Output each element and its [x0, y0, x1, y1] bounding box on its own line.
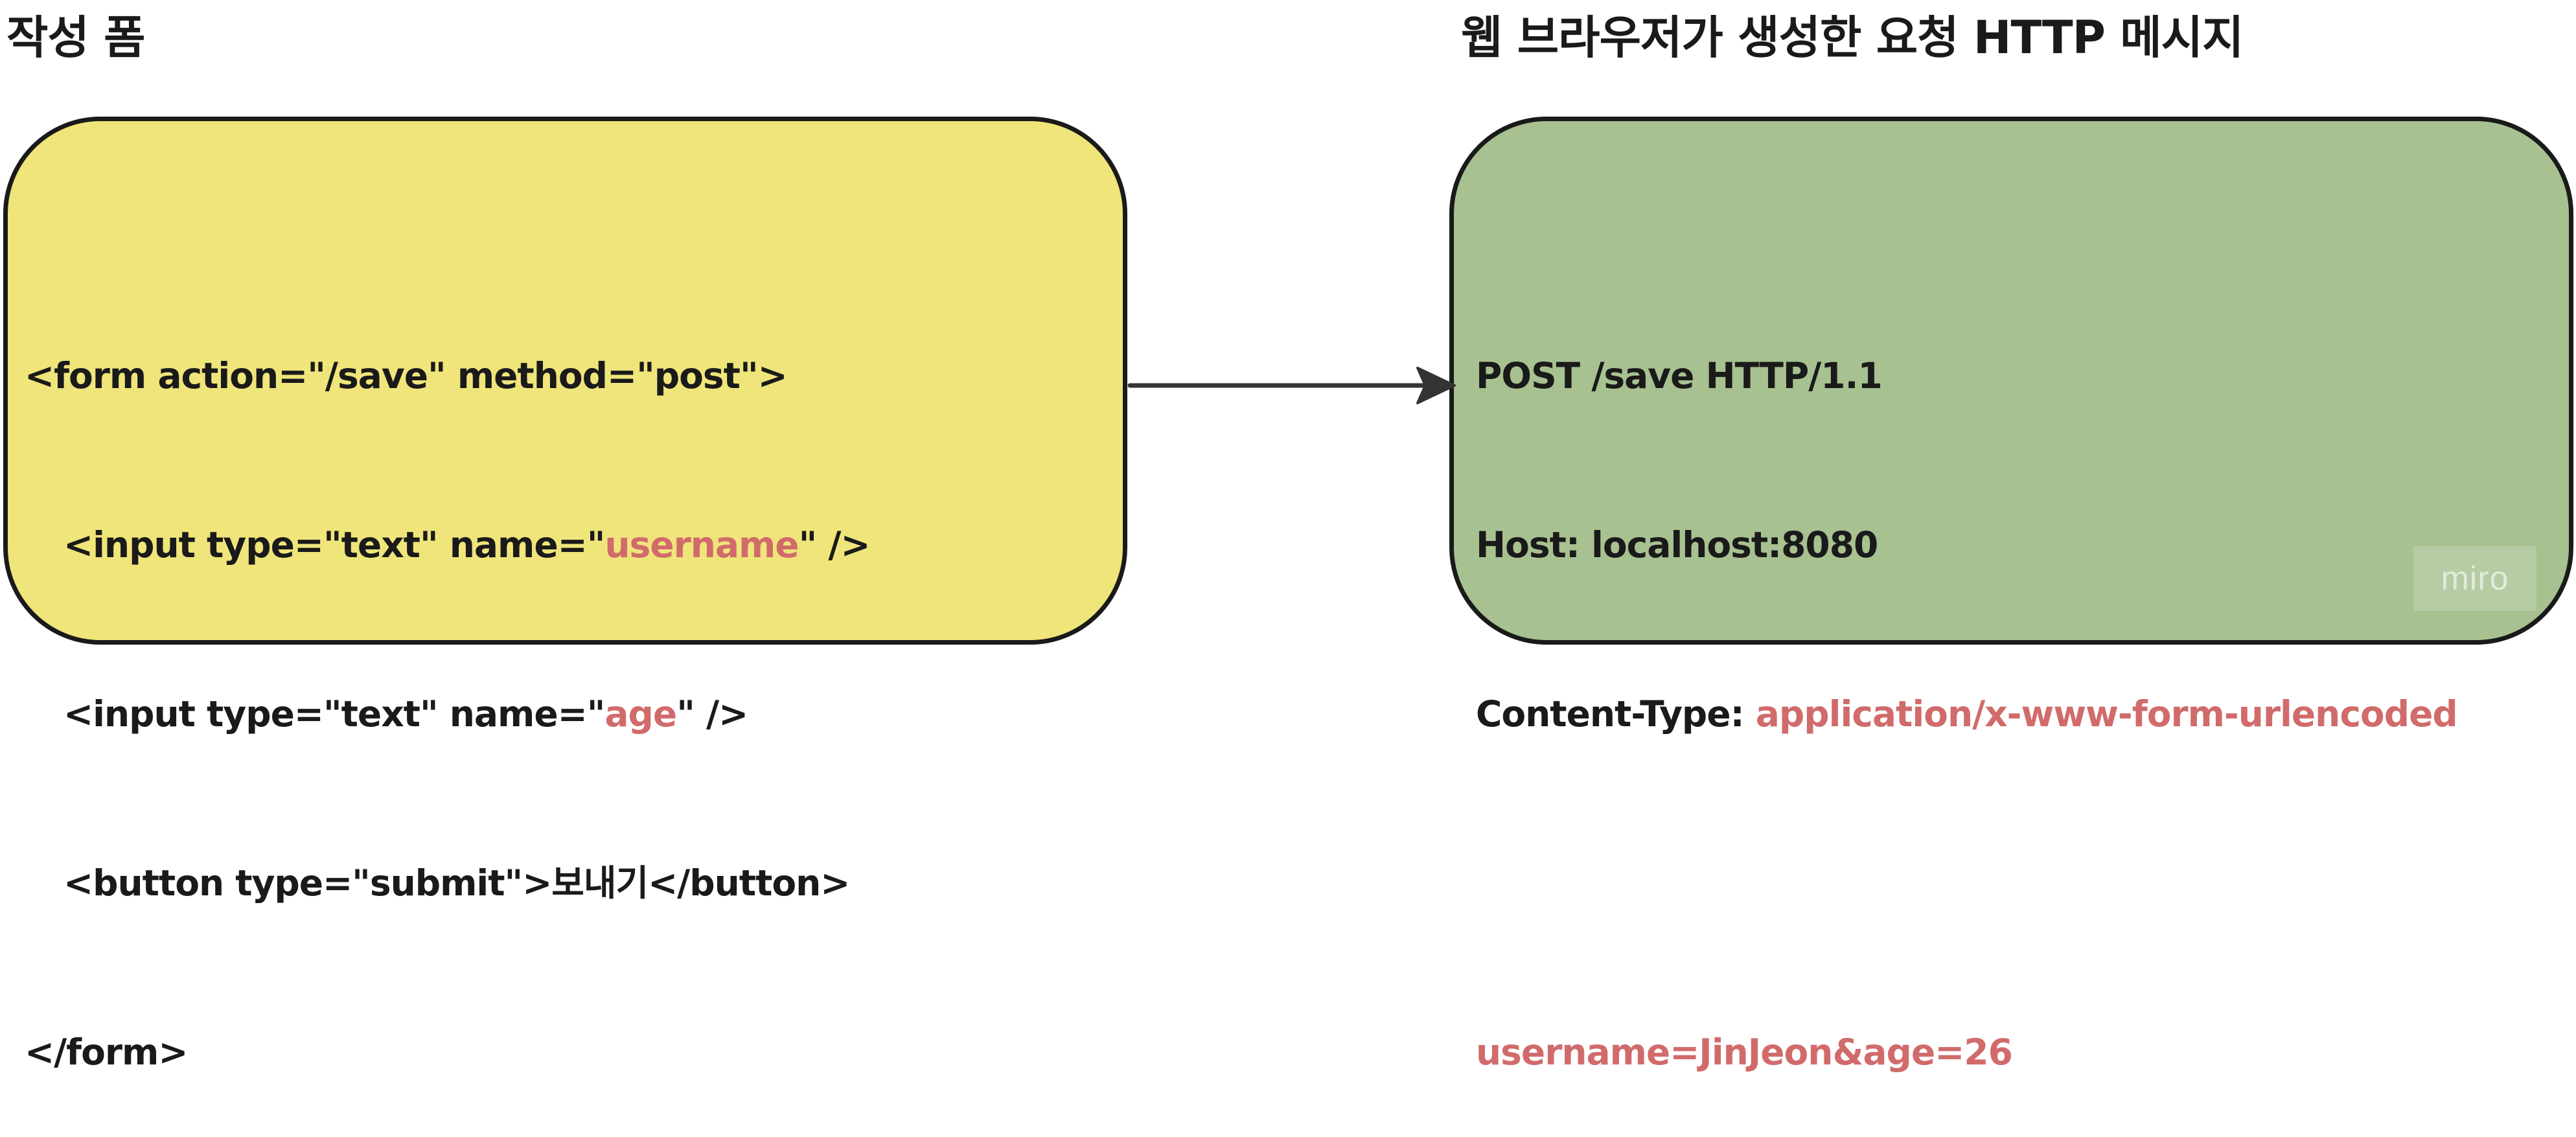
form-box — [3, 117, 1127, 645]
username-input-line: <input type="text" name="username" /> — [25, 517, 871, 573]
blank-line — [1476, 855, 2457, 912]
content-type-header: Content-Type: application/x-www-form-url… — [1476, 686, 2458, 742]
http-message-heading: 웹 브라우저가 생성한 요청 HTTP 메시지 — [1461, 11, 2244, 64]
content-type-value: application/x-www-form-urlencoded — [1755, 693, 2458, 735]
content-type-label: Content-Type: — [1476, 693, 1756, 735]
age-input-prefix: <input type="text" name=" — [63, 693, 605, 735]
age-field-name: age — [604, 693, 677, 735]
form-open-tag: <form action="/save" method="post"> — [25, 355, 788, 396]
request-body: username=JinJeon&age=26 — [1476, 1031, 2013, 1073]
http-message-text: POST /save HTTP/1.1 Host: localhost:8080… — [1476, 235, 2458, 1137]
http-message-box — [1449, 117, 2573, 645]
form-heading: 작성 폼 — [6, 11, 146, 64]
username-input-prefix: <input type="text" name=" — [63, 524, 605, 566]
age-input-line: <input type="text" name="age" /> — [25, 686, 870, 742]
age-input-suffix: " /> — [676, 693, 748, 735]
username-field-name: username — [604, 524, 799, 566]
form-close-tag: </form> — [25, 1031, 188, 1073]
miro-watermark: miro — [2413, 546, 2536, 611]
request-line: POST /save HTTP/1.1 — [1476, 355, 1883, 396]
submit-button-line: <button type="submit">보내기</button> — [63, 862, 850, 904]
form-code-block: <form action="/save" method="post"> <inp… — [25, 235, 871, 1137]
username-input-suffix: " /> — [798, 524, 871, 566]
host-header: Host: localhost:8080 — [1476, 524, 1878, 566]
flow-arrow — [1127, 367, 1456, 404]
